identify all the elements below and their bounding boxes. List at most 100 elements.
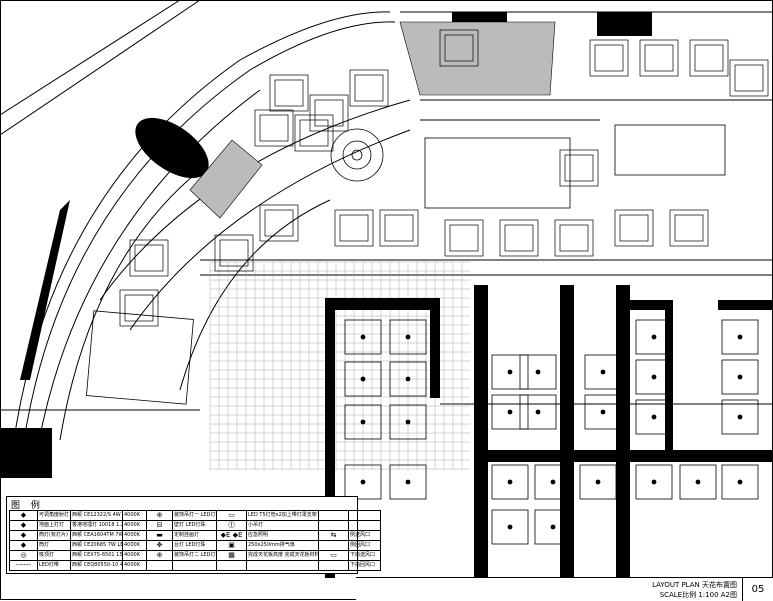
legend-sym2: ✥ <box>146 540 173 551</box>
downlight-icon <box>737 334 743 340</box>
ceiling-panel-inner <box>559 224 589 252</box>
feature-ceiling <box>86 310 194 405</box>
room-ceiling <box>491 354 529 390</box>
legend-name1: 可调角度射灯 <box>37 510 71 521</box>
ceiling-panel <box>589 39 629 77</box>
room-ceiling <box>389 464 427 500</box>
legend-name4 <box>348 520 381 531</box>
ceiling-panel <box>334 209 374 247</box>
outer-arc-3 <box>33 89 261 471</box>
ceiling-panel <box>254 109 294 147</box>
room-ceiling <box>679 464 717 500</box>
room-ceiling <box>389 404 427 440</box>
room-ceiling <box>389 361 427 397</box>
ceiling-panel-inner <box>354 74 384 102</box>
ceiling-panel-inner <box>384 214 414 242</box>
legend-sym4 <box>318 520 349 531</box>
legend-sym3: ◆E ◆E <box>216 530 247 541</box>
ceiling-panels <box>119 29 769 327</box>
downlight-icon <box>600 409 606 415</box>
ceiling-panel-inner <box>299 119 329 147</box>
legend-sym2: ⊟ <box>146 520 173 531</box>
legend-temp1: 4000K <box>122 510 147 521</box>
ceiling-panel-inner <box>564 154 594 182</box>
legend-sym2: ⊕ <box>146 510 173 521</box>
downlight-icon <box>360 419 366 425</box>
drawing-scale: SCALE比例 1:100 A2图 <box>659 591 737 599</box>
downlight-icon <box>507 479 513 485</box>
room-ceiling <box>721 319 759 355</box>
ceiling-panel <box>309 94 349 132</box>
ceiling-panel-inner <box>504 224 534 252</box>
downlight-icon <box>405 334 411 340</box>
title-block: LAYOUT PLAN 天花布置图 SCALE比例 1:100 A2图 05 <box>356 577 773 601</box>
room-ceiling <box>491 509 529 545</box>
legend-name3 <box>246 560 319 571</box>
downlight-icon <box>360 376 366 382</box>
room-ceiling <box>635 319 673 355</box>
legend-sym1: ◎ <box>9 550 38 561</box>
ceiling-panel-inner <box>674 214 704 242</box>
downlight-icon <box>550 479 556 485</box>
legend-name4: 下向送风口 <box>348 550 381 561</box>
legend-name2: 台灯 LED灯珠 <box>172 540 217 551</box>
downlight-icon <box>405 376 411 382</box>
legend-name4: 下向回风口 <box>348 560 381 571</box>
legend-name2: 壁灯 LED灯珠 <box>172 520 217 531</box>
ceiling-panel <box>439 29 479 67</box>
legend-name2 <box>172 560 217 571</box>
legend-sym2: ▬ <box>146 530 173 541</box>
corridor-arc-2 <box>129 129 411 331</box>
rosette-ceiling <box>330 128 384 182</box>
legend-name1: 地面上打灯 <box>37 520 71 531</box>
downlight-icon <box>695 479 701 485</box>
ceiling-panel-inner <box>444 34 474 62</box>
ceiling-panel <box>349 69 389 107</box>
ceiling-panel-inner <box>259 114 289 142</box>
ceiling-panel <box>669 209 709 247</box>
legend-temp1: 4000K <box>122 560 147 571</box>
ceiling-panel <box>259 204 299 242</box>
ceiling-panel <box>729 59 769 97</box>
room-ceiling <box>534 509 572 545</box>
ceiling-panel-inner <box>134 244 164 272</box>
legend-name3: LED T5灯管x2加上带灯罩支架 表面安装 西顿CE518-18 18W 40… <box>246 510 319 521</box>
legend-name1: LED灯带 <box>37 560 71 571</box>
downlight-icon <box>651 414 657 420</box>
ceiling-panel <box>559 149 599 187</box>
ceiling-panel <box>444 219 484 257</box>
ceiling-panel-inner <box>734 64 764 92</box>
legend-spec1: 西顿 CE20685 7W LED 30度 <box>70 540 123 551</box>
downlight-icon <box>405 479 411 485</box>
legend-sym1: ◆ <box>9 540 38 551</box>
legend-sym4 <box>318 540 349 551</box>
downlight-icon <box>737 374 743 380</box>
legend-spec1: 西顿 CE12322/S 4W LED 24度 <box>70 510 123 521</box>
downlight-icon <box>595 479 601 485</box>
ceiling-panel <box>639 39 679 77</box>
legend-spec1: 西顿 CEX75-6501 15W LED <box>70 550 123 561</box>
ceiling-panel-inner <box>449 224 479 252</box>
legend-name2: 装饰吊灯二 LED灯珠 <box>172 550 217 561</box>
room-ceiling <box>635 399 673 435</box>
legend-sym3: ▦ <box>216 550 247 561</box>
legend-name2: 装饰吊灯一 LED灯珠 <box>172 510 217 521</box>
legend-sym1: ◆ <box>9 530 38 541</box>
legend-row: ◆筒灯(有灯片)西顿 CEA1604TM 7W LED4000K▬定制挂画灯◆E… <box>9 530 381 541</box>
room-ceiling <box>491 464 529 500</box>
ceiling-panel-inner <box>339 214 369 242</box>
ceiling-panel <box>214 234 254 272</box>
outer-arc-2 <box>19 21 396 471</box>
legend-sym3: ⓵ <box>216 520 247 531</box>
legend-temp1: 4000K <box>122 540 147 551</box>
legend-temp1: 4000K <box>122 530 147 541</box>
legend-name4: 侧回风口 <box>348 540 381 551</box>
room-ceiling <box>519 354 557 390</box>
room-ceiling <box>344 404 382 440</box>
